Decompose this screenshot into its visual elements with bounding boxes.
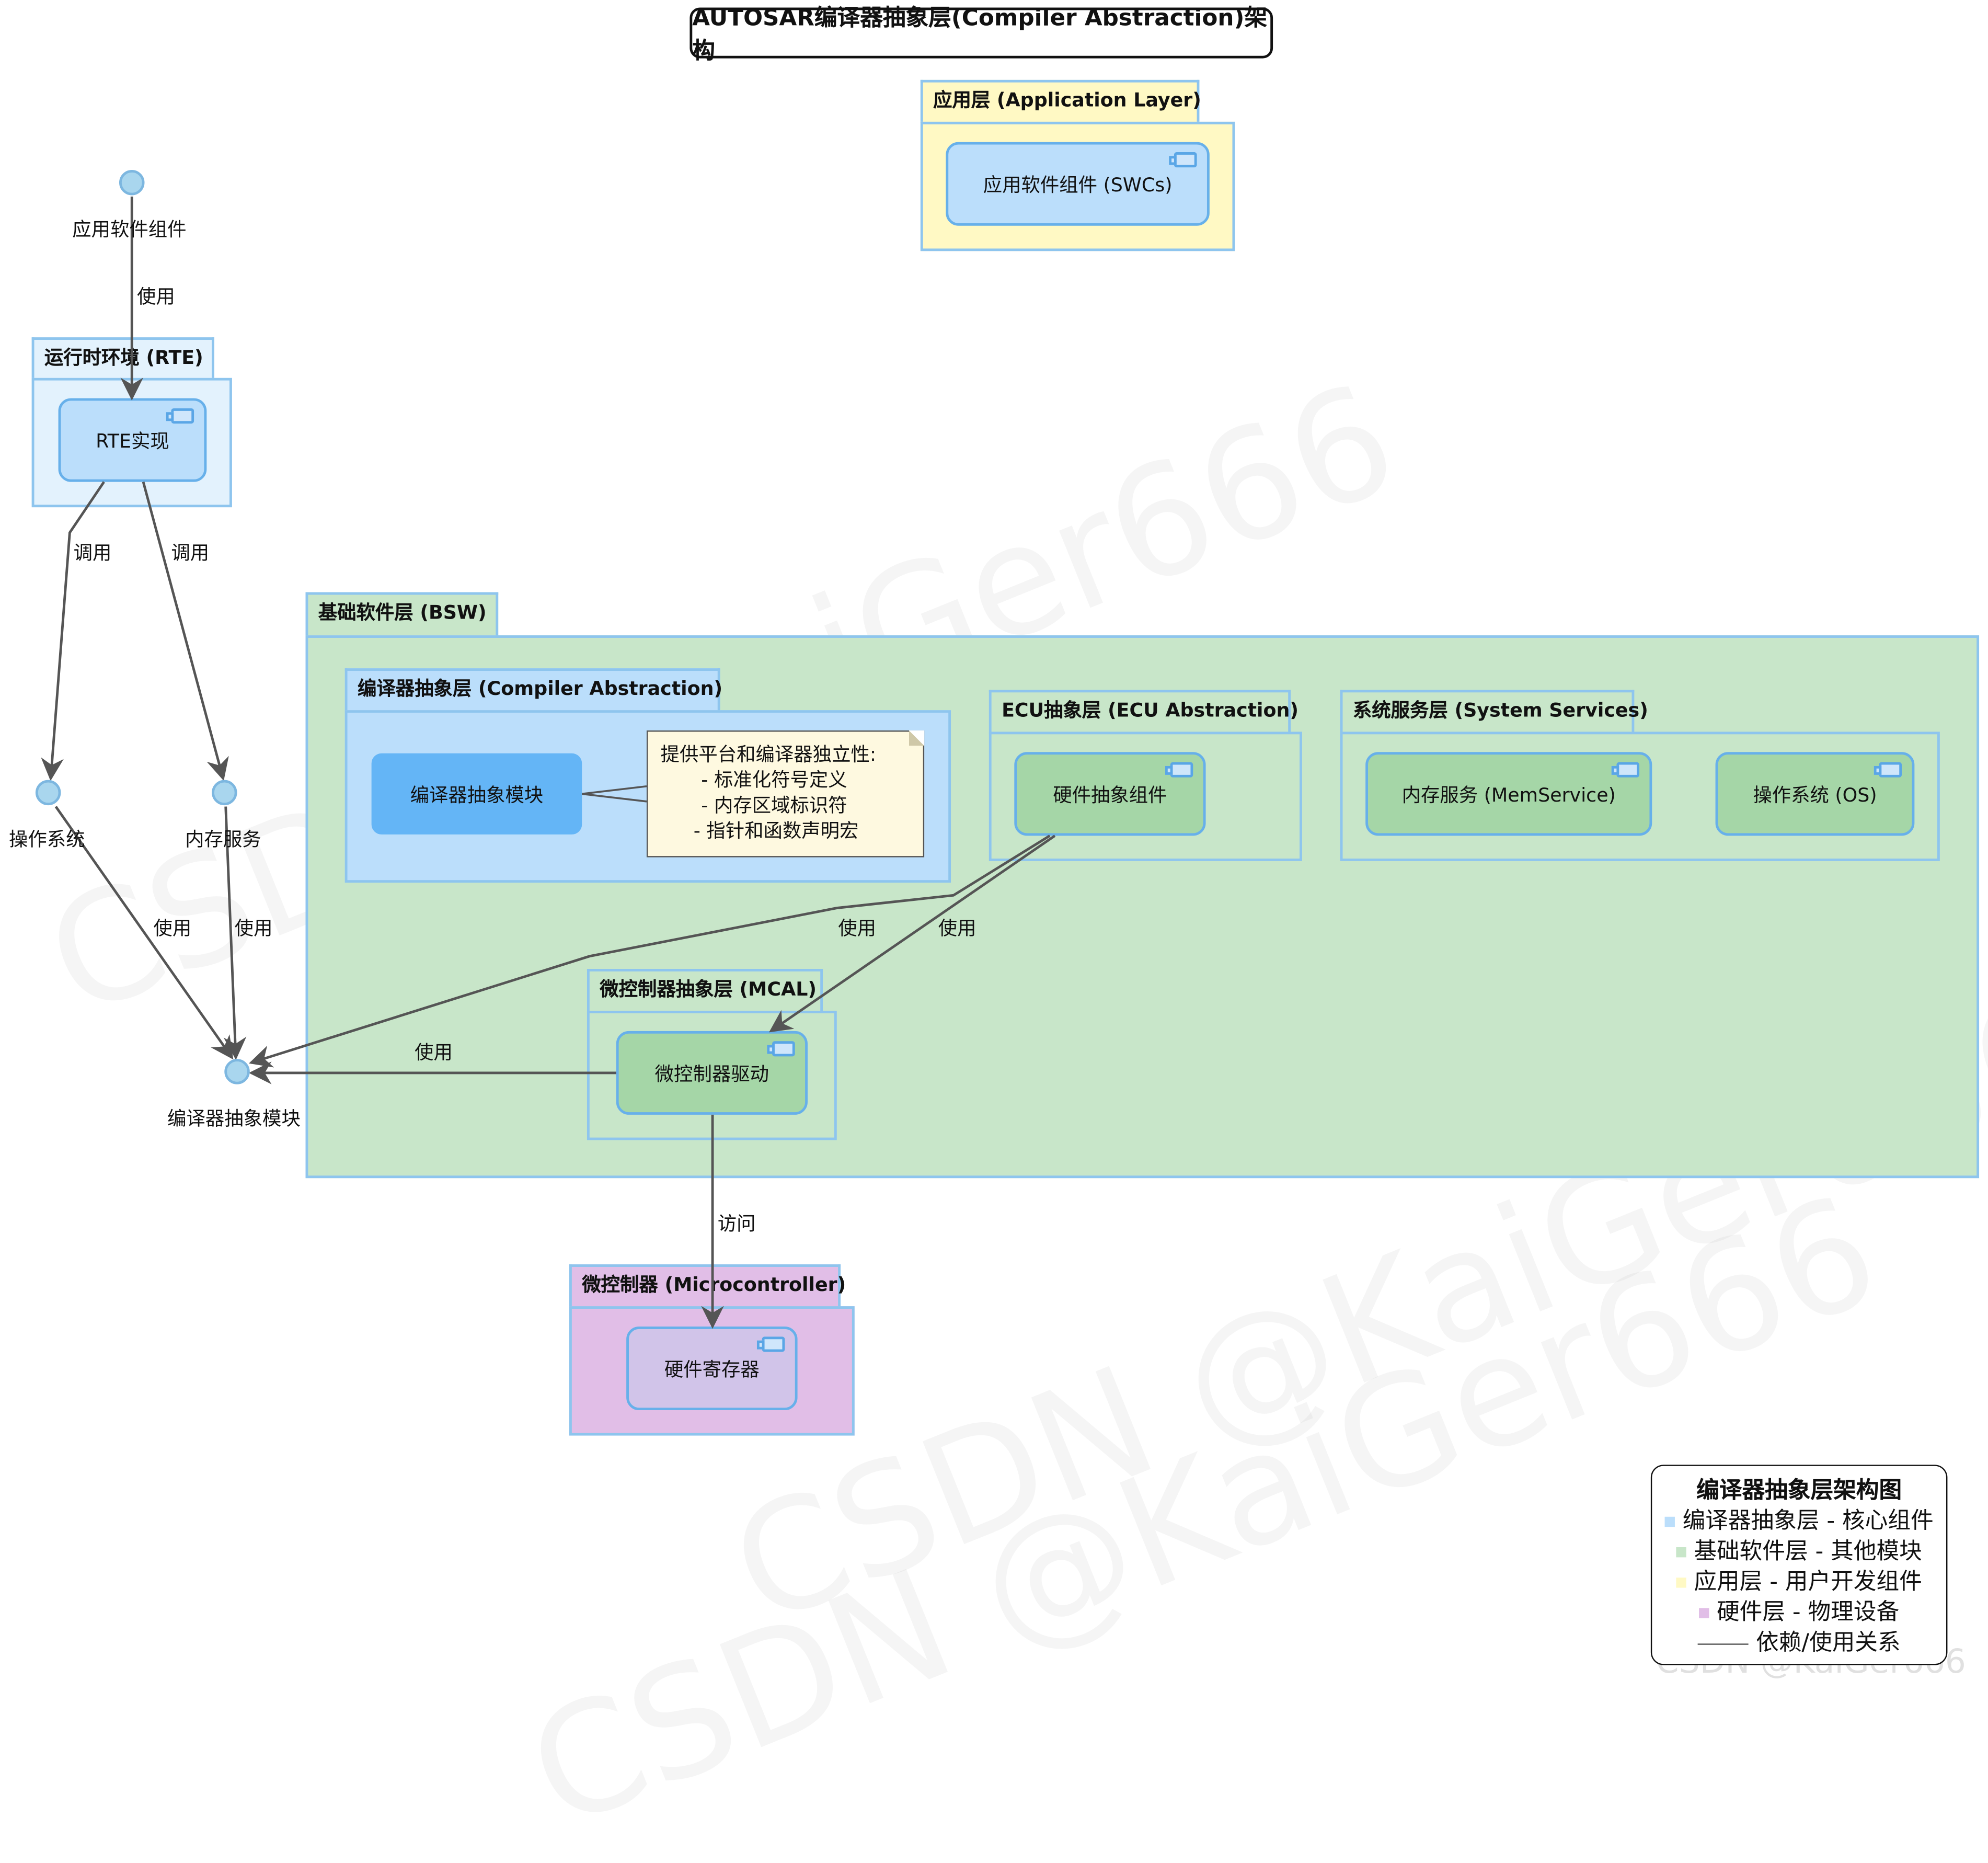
component-os-label: 操作系统 (OS) xyxy=(1753,783,1877,806)
legend: 编译器抽象层架构图 编译器抽象层 - 核心组件 基础软件层 - 其他模块 应用层… xyxy=(1650,1465,1948,1665)
component-icon xyxy=(1874,762,1902,778)
diagram-title: AUTOSAR编译器抽象层(Compiler Abstraction)架构 xyxy=(690,5,1273,65)
legend-line-label: 依赖/使用关系 xyxy=(1756,1629,1901,1656)
edge-rte-to-mem xyxy=(142,482,229,781)
component-memservice-label: 内存服务 (MemService) xyxy=(1401,783,1616,806)
component-swcs[interactable]: 应用软件组件 (SWCs) xyxy=(946,142,1210,226)
legend-item-label: 编译器抽象层 - 核心组件 xyxy=(1682,1507,1934,1535)
legend-swatch xyxy=(1676,1547,1686,1558)
legend-item-label: 基础软件层 - 其他模块 xyxy=(1694,1538,1922,1565)
edge-ecu-to-ca xyxy=(249,835,1051,1068)
component-icon xyxy=(166,408,194,424)
component-icon xyxy=(1165,762,1193,778)
package-mcal-label: 微控制器抽象层 (MCAL) xyxy=(600,977,817,1001)
legend-item: 基础软件层 - 其他模块 xyxy=(1660,1537,1939,1568)
edge-label-mcal-ca: 使用 xyxy=(415,1041,453,1064)
component-mcu-driver[interactable]: 微控制器驱动 xyxy=(616,1031,808,1115)
component-icon xyxy=(767,1041,795,1057)
package-sys-label: 系统服务层 (System Services) xyxy=(1352,699,1648,722)
interface-ca-label: 编译器抽象模块 xyxy=(167,1107,301,1130)
note-line-1: 提供平台和编译器独立性: xyxy=(660,743,877,766)
edge-label-mcal-hw: 访问 xyxy=(717,1212,756,1236)
interface-app-sw[interactable] xyxy=(119,170,145,196)
component-icon xyxy=(1611,762,1640,778)
package-ecu-tab: ECU抽象层 (ECU Abstraction) xyxy=(989,690,1306,735)
component-hw-reg-label: 硬件寄存器 xyxy=(664,1357,760,1381)
package-mcu-label: 微控制器 (Microcontroller) xyxy=(582,1273,846,1296)
edge-ecu-to-mcal xyxy=(769,835,1056,1033)
edge-label-rte-os: 调用 xyxy=(73,541,112,565)
legend-item-label: 硬件层 - 物理设备 xyxy=(1717,1599,1900,1626)
package-app-label: 应用层 (Application Layer) xyxy=(933,88,1201,112)
note-platform-independence: 提供平台和编译器独立性: - 标准化符号定义 - 内存区域标识符 - 指针和函数… xyxy=(646,730,925,858)
edge-mem-to-ca xyxy=(223,806,247,1060)
note-line-2: - 标准化符号定义 xyxy=(701,768,847,792)
component-rte-impl[interactable]: RTE实现 xyxy=(58,398,207,482)
note-line-3: - 内存区域标识符 xyxy=(701,794,847,817)
component-memservice[interactable]: 内存服务 (MemService) xyxy=(1365,752,1652,836)
package-ecu-label: ECU抽象层 (ECU Abstraction) xyxy=(1002,699,1299,722)
legend-title: 编译器抽象层架构图 xyxy=(1696,1477,1902,1504)
interface-os-label: 操作系统 xyxy=(8,828,85,851)
legend-swatch xyxy=(1699,1608,1709,1618)
component-icon xyxy=(1169,152,1197,168)
note-fold xyxy=(909,730,925,746)
interface-mem[interactable] xyxy=(212,780,237,806)
legend-item: 编译器抽象层 - 核心组件 xyxy=(1660,1506,1939,1537)
package-mcu-tab: 微控制器 (Microcontroller) xyxy=(569,1264,856,1309)
interface-os[interactable] xyxy=(35,780,61,806)
package-sys-tab: 系统服务层 (System Services) xyxy=(1340,690,1650,735)
edge-os-to-ca xyxy=(54,806,234,1060)
component-ca-module-label: 编译器抽象模块 xyxy=(410,783,544,806)
edge-label-app-rte: 使用 xyxy=(136,285,175,308)
legend-swatch xyxy=(1676,1578,1686,1588)
edge-label-rte-mem: 调用 xyxy=(171,541,210,565)
edge-label-os-ca: 使用 xyxy=(153,917,192,940)
component-swcs-label: 应用软件组件 (SWCs) xyxy=(983,173,1173,196)
component-ca-module[interactable]: 编译器抽象模块 xyxy=(371,753,582,835)
component-icon xyxy=(756,1336,785,1352)
edge-label-ecu-ca: 使用 xyxy=(838,917,876,940)
interface-ca[interactable] xyxy=(224,1059,250,1084)
note-connector xyxy=(582,785,647,803)
legend-item-label: 应用层 - 用户开发组件 xyxy=(1694,1569,1922,1596)
edge-rte-to-os xyxy=(41,481,105,781)
edges-layer xyxy=(41,196,1056,1329)
legend-item-line: 依赖/使用关系 xyxy=(1660,1628,1939,1659)
legend-swatch xyxy=(1664,1516,1675,1527)
package-bsw-tab: 基础软件层 (BSW) xyxy=(305,592,514,638)
edge-label-ecu-mcal: 使用 xyxy=(938,917,976,940)
legend-item: 应用层 - 用户开发组件 xyxy=(1660,1568,1939,1598)
component-mcu-driver-label: 微控制器驱动 xyxy=(654,1062,769,1085)
component-hw-abs-label: 硬件抽象组件 xyxy=(1053,783,1167,806)
package-rte-tab: 运行时环境 (RTE) xyxy=(31,337,229,381)
note-line-4: - 指针和函数声明宏 xyxy=(693,819,859,842)
interface-mem-label: 内存服务 xyxy=(185,828,261,851)
component-hw-abs[interactable]: 硬件抽象组件 xyxy=(1014,752,1206,836)
legend-item: 硬件层 - 物理设备 xyxy=(1660,1598,1939,1628)
legend-line-swatch xyxy=(1697,1643,1749,1644)
package-ca-label: 编译器抽象层 (Compiler Abstraction) xyxy=(357,677,723,700)
component-os[interactable]: 操作系统 (OS) xyxy=(1715,752,1915,836)
interface-app-sw-label: 应用软件组件 xyxy=(72,218,187,241)
component-rte-impl-label: RTE实现 xyxy=(96,429,169,452)
edge-label-mem-ca: 使用 xyxy=(234,917,273,940)
package-bsw-label: 基础软件层 (BSW) xyxy=(318,601,487,624)
package-app-tab: 应用层 (Application Layer) xyxy=(920,79,1215,123)
package-rte-label: 运行时环境 (RTE) xyxy=(44,346,203,369)
package-ca-tab: 编译器抽象层 (Compiler Abstraction) xyxy=(344,668,736,713)
